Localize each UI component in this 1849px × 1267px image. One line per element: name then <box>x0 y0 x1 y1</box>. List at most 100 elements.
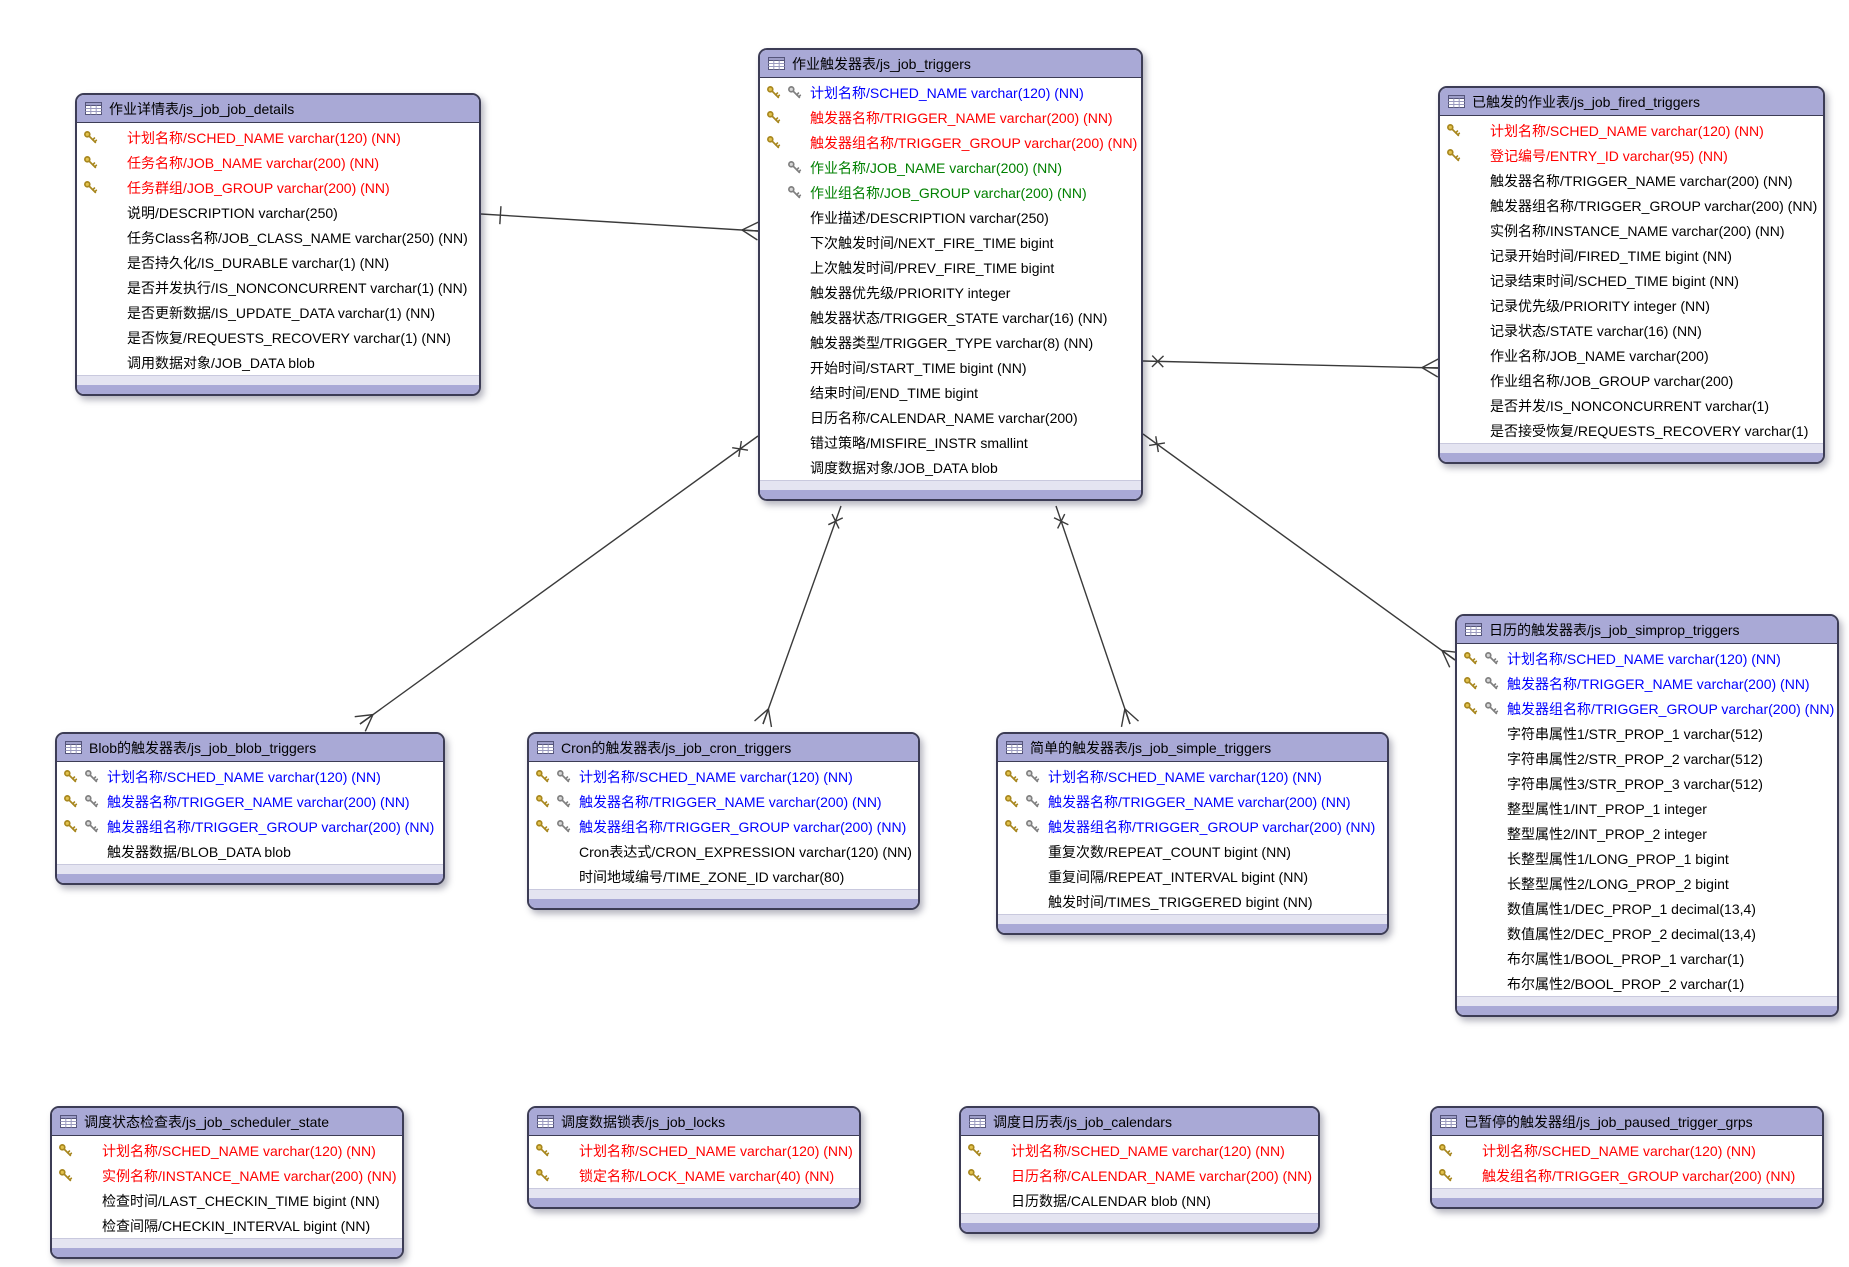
column-row[interactable]: 长整型属性1/LONG_PROP_1 bigint <box>1457 846 1837 871</box>
column-row[interactable]: 下次触发时间/NEXT_FIRE_TIME bigint <box>760 230 1141 255</box>
relationship-connector-js_job_triggers--js_job_blob_triggers[interactable] <box>354 435 759 732</box>
column-row[interactable]: 检查间隔/CHECKIN_INTERVAL bigint (NN) <box>52 1213 402 1238</box>
column-row[interactable]: 记录优先级/PRIORITY integer (NN) <box>1440 293 1823 318</box>
relationship-connector-js_job_triggers--js_job_simple_triggers[interactable] <box>1053 505 1139 728</box>
relationship-connector-js_job_triggers--js_job_simprop_triggers[interactable] <box>1142 433 1461 668</box>
column-row[interactable]: 字符串属性2/STR_PROP_2 varchar(512) <box>1457 746 1837 771</box>
column-row[interactable]: 作业名称/JOB_NAME varchar(200) <box>1440 343 1823 368</box>
column-row[interactable]: 计划名称/SCHED_NAME varchar(120) (NN) <box>77 125 479 150</box>
column-row[interactable]: 上次触发时间/PREV_FIRE_TIME bigint <box>760 255 1141 280</box>
column-row[interactable]: 计划名称/SCHED_NAME varchar(120) (NN) <box>529 1138 859 1163</box>
column-row[interactable]: 作业名称/JOB_NAME varchar(200) (NN) <box>760 155 1141 180</box>
relationship-connector-js_job_job_details--js_job_triggers[interactable] <box>480 206 759 241</box>
column-row[interactable]: 数值属性2/DEC_PROP_2 decimal(13,4) <box>1457 921 1837 946</box>
column-row[interactable]: 开始时间/START_TIME bigint (NN) <box>760 355 1141 380</box>
table-header[interactable]: 简单的触发器表/js_job_simple_triggers <box>998 734 1387 762</box>
column-row[interactable]: 触发器名称/TRIGGER_NAME varchar(200) (NN) <box>760 105 1141 130</box>
column-row[interactable]: 触发组名称/TRIGGER_GROUP varchar(200) (NN) <box>1432 1163 1822 1188</box>
column-row[interactable]: 计划名称/SCHED_NAME varchar(120) (NN) <box>1457 646 1837 671</box>
table-header[interactable]: Blob的触发器表/js_job_blob_triggers <box>57 734 443 762</box>
column-row[interactable]: 任务名称/JOB_NAME varchar(200) (NN) <box>77 150 479 175</box>
column-row[interactable]: 触发器组名称/TRIGGER_GROUP varchar(200) (NN) <box>1440 193 1823 218</box>
column-row[interactable]: 结束时间/END_TIME bigint <box>760 380 1141 405</box>
column-row[interactable]: 触发器优先级/PRIORITY integer <box>760 280 1141 305</box>
table-header[interactable]: 已触发的作业表/js_job_fired_triggers <box>1440 88 1823 116</box>
column-row[interactable]: 整型属性2/INT_PROP_2 integer <box>1457 821 1837 846</box>
column-row[interactable]: 长整型属性2/LONG_PROP_2 bigint <box>1457 871 1837 896</box>
table-header[interactable]: 作业详情表/js_job_job_details <box>77 95 479 123</box>
column-row[interactable]: 登记编号/ENTRY_ID varchar(95) (NN) <box>1440 143 1823 168</box>
column-row[interactable]: 记录状态/STATE varchar(16) (NN) <box>1440 318 1823 343</box>
column-row[interactable]: 计划名称/SCHED_NAME varchar(120) (NN) <box>52 1138 402 1163</box>
column-row[interactable]: 检查时间/LAST_CHECKIN_TIME bigint (NN) <box>52 1188 402 1213</box>
column-row[interactable]: 触发器名称/TRIGGER_NAME varchar(200) (NN) <box>57 789 443 814</box>
column-row[interactable]: 记录结束时间/SCHED_TIME bigint (NN) <box>1440 268 1823 293</box>
column-row[interactable]: 是否恢复/REQUESTS_RECOVERY varchar(1) (NN) <box>77 325 479 350</box>
relationship-connector-js_job_triggers--js_job_fired_triggers[interactable] <box>1142 355 1439 378</box>
column-row[interactable]: 是否并发执行/IS_NONCONCURRENT varchar(1) (NN) <box>77 275 479 300</box>
column-row[interactable]: 触发器组名称/TRIGGER_GROUP varchar(200) (NN) <box>998 814 1387 839</box>
column-row[interactable]: 调用数据对象/JOB_DATA blob <box>77 350 479 375</box>
column-row[interactable]: 任务Class名称/JOB_CLASS_NAME varchar(250) (N… <box>77 225 479 250</box>
column-row[interactable]: 记录开始时间/FIRED_TIME bigint (NN) <box>1440 243 1823 268</box>
table-header[interactable]: 日历的触发器表/js_job_simprop_triggers <box>1457 616 1837 644</box>
column-row[interactable]: 触发器数据/BLOB_DATA blob <box>57 839 443 864</box>
column-row[interactable]: 布尔属性2/BOOL_PROP_2 varchar(1) <box>1457 971 1837 996</box>
table-header[interactable]: 已暂停的触发器组/js_job_paused_trigger_grps <box>1432 1108 1822 1136</box>
column-row[interactable]: Cron表达式/CRON_EXPRESSION varchar(120) (NN… <box>529 839 918 864</box>
column-row[interactable]: 调度数据对象/JOB_DATA blob <box>760 455 1141 480</box>
column-row[interactable]: 字符串属性1/STR_PROP_1 varchar(512) <box>1457 721 1837 746</box>
column-row[interactable]: 触发器组名称/TRIGGER_GROUP varchar(200) (NN) <box>57 814 443 839</box>
column-row[interactable]: 触发时间/TIMES_TRIGGERED bigint (NN) <box>998 889 1387 914</box>
column-row[interactable]: 触发器组名称/TRIGGER_GROUP varchar(200) (NN) <box>529 814 918 839</box>
column-row[interactable]: 计划名称/SCHED_NAME varchar(120) (NN) <box>760 80 1141 105</box>
column-row[interactable]: 重复次数/REPEAT_COUNT bigint (NN) <box>998 839 1387 864</box>
column-row[interactable]: 是否持久化/IS_DURABLE varchar(1) (NN) <box>77 250 479 275</box>
table-header[interactable]: 调度状态检查表/js_job_scheduler_state <box>52 1108 402 1136</box>
column-row[interactable]: 时间地域编号/TIME_ZONE_ID varchar(80) <box>529 864 918 889</box>
column-row[interactable]: 说明/DESCRIPTION varchar(250) <box>77 200 479 225</box>
column-row[interactable]: 错过策略/MISFIRE_INSTR smallint <box>760 430 1141 455</box>
column-row[interactable]: 日历名称/CALENDAR_NAME varchar(200) <box>760 405 1141 430</box>
column-row[interactable]: 作业组名称/JOB_GROUP varchar(200) <box>1440 368 1823 393</box>
column-row[interactable]: 计划名称/SCHED_NAME varchar(120) (NN) <box>1432 1138 1822 1163</box>
column-row[interactable]: 触发器组名称/TRIGGER_GROUP varchar(200) (NN) <box>760 130 1141 155</box>
column-row[interactable]: 触发器名称/TRIGGER_NAME varchar(200) (NN) <box>998 789 1387 814</box>
column-row[interactable]: 作业组名称/JOB_GROUP varchar(200) (NN) <box>760 180 1141 205</box>
table-header[interactable]: 调度日历表/js_job_calendars <box>961 1108 1318 1136</box>
column-row[interactable]: 锁定名称/LOCK_NAME varchar(40) (NN) <box>529 1163 859 1188</box>
column-row[interactable]: 重复间隔/REPEAT_INTERVAL bigint (NN) <box>998 864 1387 889</box>
column-row[interactable]: 触发器名称/TRIGGER_NAME varchar(200) (NN) <box>529 789 918 814</box>
column-row[interactable]: 是否更新数据/IS_UPDATE_DATA varchar(1) (NN) <box>77 300 479 325</box>
table-header[interactable]: 调度数据锁表/js_job_locks <box>529 1108 859 1136</box>
table-header[interactable]: Cron的触发器表/js_job_cron_triggers <box>529 734 918 762</box>
column-row[interactable]: 触发器名称/TRIGGER_NAME varchar(200) (NN) <box>1440 168 1823 193</box>
column-row[interactable]: 任务群组/JOB_GROUP varchar(200) (NN) <box>77 175 479 200</box>
column-row[interactable]: 布尔属性1/BOOL_PROP_1 varchar(1) <box>1457 946 1837 971</box>
column-row[interactable]: 实例名称/INSTANCE_NAME varchar(200) (NN) <box>1440 218 1823 243</box>
column-row[interactable]: 实例名称/INSTANCE_NAME varchar(200) (NN) <box>52 1163 402 1188</box>
column-row[interactable]: 数值属性1/DEC_PROP_1 decimal(13,4) <box>1457 896 1837 921</box>
column-row[interactable]: 计划名称/SCHED_NAME varchar(120) (NN) <box>961 1138 1318 1163</box>
column-row[interactable]: 触发器类型/TRIGGER_TYPE varchar(8) (NN) <box>760 330 1141 355</box>
column-row[interactable]: 是否并发/IS_NONCONCURRENT varchar(1) <box>1440 393 1823 418</box>
column-row[interactable]: 触发器组名称/TRIGGER_GROUP varchar(200) (NN) <box>1457 696 1837 721</box>
column-row[interactable]: 日历数据/CALENDAR blob (NN) <box>961 1188 1318 1213</box>
column-row[interactable]: 触发器名称/TRIGGER_NAME varchar(200) (NN) <box>1457 671 1837 696</box>
column-row[interactable]: 是否接受恢复/REQUESTS_RECOVERY varchar(1) <box>1440 418 1823 443</box>
relationship-connector-js_job_triggers--js_job_cron_triggers[interactable] <box>754 505 844 728</box>
column-row[interactable]: 触发器状态/TRIGGER_STATE varchar(16) (NN) <box>760 305 1141 330</box>
column-row[interactable]: 字符串属性3/STR_PROP_3 varchar(512) <box>1457 771 1837 796</box>
column-row[interactable]: 整型属性1/INT_PROP_1 integer <box>1457 796 1837 821</box>
column-row[interactable]: 作业描述/DESCRIPTION varchar(250) <box>760 205 1141 230</box>
